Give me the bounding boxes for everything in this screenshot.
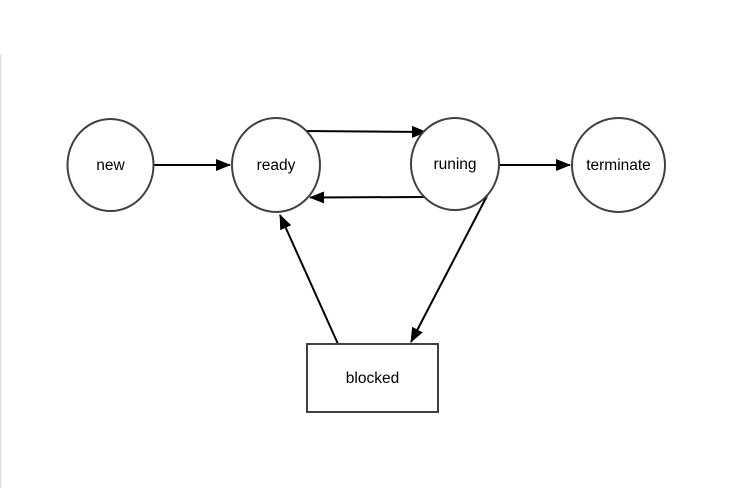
state-node-runing-label: runing [433,156,476,173]
state-node-terminate-shape [571,117,666,213]
state-node-ready-label: ready [257,157,296,174]
state-node-ready: ready [231,117,321,213]
state-node-runing-shape [410,117,500,211]
state-node-runing: runing [410,117,500,211]
state-node-ready-shape [231,117,321,213]
state-node-terminate-label: terminate [586,157,651,174]
state-node-blocked-shape [306,343,439,413]
edge-ready-to-runing [303,125,427,138]
state-node-terminate: terminate [571,117,666,213]
state-node-blocked: blocked [306,343,439,413]
state-node-new-label: new [96,157,125,174]
state-node-blocked-label: blocked [346,370,399,387]
edge-runing-to-blocked [410,195,488,343]
window-left-edge [0,55,2,488]
edge-runing-to-ready [309,191,426,204]
state-node-new-shape [66,118,155,212]
edge-blocked-to-ready [279,214,339,345]
state-node-new: new [66,118,155,212]
